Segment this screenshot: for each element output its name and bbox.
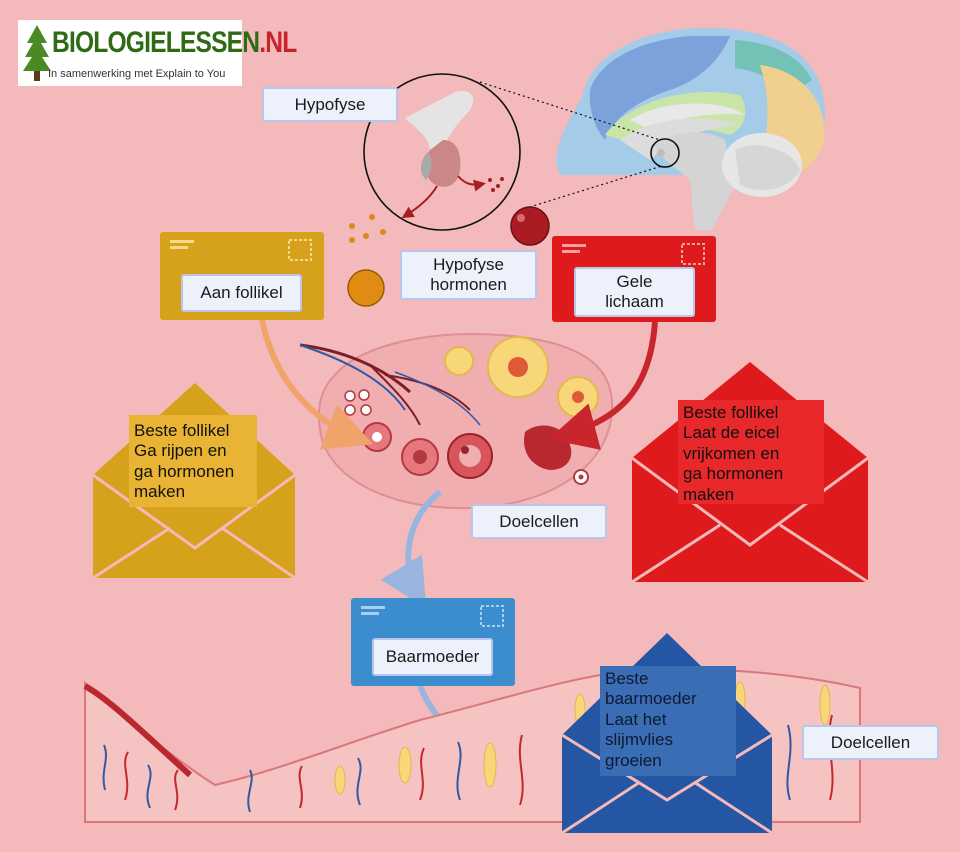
brain-illustration [556,27,825,230]
blue-open-envelope [561,633,773,835]
arrow-to-corpus-luteum [548,321,658,450]
logo-title-suffix: .NL [259,26,297,59]
tree-icon [23,25,51,81]
arrow-to-uterus-card [380,489,442,609]
label-gele-lichaam: Gele lichaam [574,267,695,317]
label-hypofyse-hormonen: Hypofyse hormonen [400,250,537,300]
label-baarmoeder: Baarmoeder [372,638,493,676]
yellow-letter-text: Beste follikel Ga rijpen en ga hormonen … [134,421,235,502]
logo-title: BIOLOGIELESSEN.NL [52,26,297,60]
blue-letter-text: Beste baarmoeder Laat het slijmvlies gro… [605,669,697,770]
yellow-open-envelope [92,383,296,580]
label-aan-follikel: Aan follikel [181,274,302,312]
logo-title-main: BIOLOGIELESSEN [52,26,260,59]
logo-subtitle: In samenwerking met Explain to You [48,68,226,80]
red-letter-text: Beste follikel Laat de eicel vrijkomen e… [683,403,784,504]
pituitary-zoom [363,73,521,231]
label-doelcellen-ovary: Doelcellen [471,504,607,539]
ovary-illustration [299,333,614,510]
logo: BIOLOGIELESSEN.NL In samenwerking met Ex… [18,20,297,86]
red-open-envelope [631,362,869,584]
zoom-line-top [479,81,661,141]
label-hypofyse: Hypofyse [262,87,398,122]
label-doelcellen-uterus: Doelcellen [802,725,939,760]
hormone-particles [347,206,550,307]
arrow-to-follicle [259,319,374,450]
